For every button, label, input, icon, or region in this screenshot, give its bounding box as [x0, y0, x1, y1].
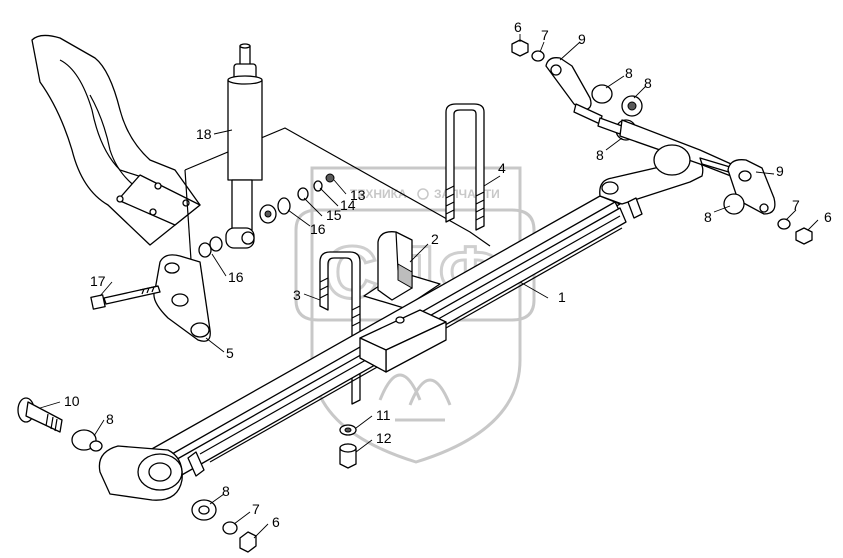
callout-7-top: 7 — [541, 27, 549, 43]
callout-8-c: 8 — [596, 147, 604, 163]
shackle-top — [511, 39, 643, 141]
watermark-caption-right: ЗАПЧАСТИ — [434, 187, 500, 201]
callout-13: 13 — [350, 187, 366, 203]
callout-8-f: 8 — [222, 483, 230, 499]
callout-4: 4 — [498, 160, 506, 176]
callout-16-left: 16 — [228, 269, 244, 285]
shock-absorber — [225, 43, 263, 249]
callout-9-right: 9 — [776, 163, 784, 179]
callout-2: 2 — [431, 231, 439, 247]
callout-8-b: 8 — [644, 75, 652, 91]
callout-16-right: 16 — [310, 221, 326, 237]
front-eye — [98, 445, 183, 501]
callout-1: 1 — [558, 289, 566, 305]
pad-bracket-2 — [363, 231, 441, 309]
callout-8-a: 8 — [625, 65, 633, 81]
callout-18: 18 — [196, 126, 212, 142]
callout-6-right: 6 — [824, 209, 832, 225]
nut-11-12 — [339, 424, 357, 469]
washers-16 — [198, 173, 335, 258]
callout-8-d: 8 — [704, 209, 712, 225]
callout-6-top: 6 — [514, 19, 522, 35]
callout-3: 3 — [293, 287, 301, 303]
shackle-link — [619, 119, 743, 179]
u-bolt-3 — [319, 251, 361, 405]
bolt-17 — [90, 285, 161, 310]
callouts: 1 2 3 4 5 6 6 6 7 7 7 8 8 8 8 8 8 9 9 10… — [64, 19, 832, 530]
callout-7-right: 7 — [792, 197, 800, 213]
callout-17: 17 — [90, 273, 106, 289]
callout-10: 10 — [64, 393, 80, 409]
callout-8-e: 8 — [106, 411, 114, 427]
shock-bracket — [153, 254, 211, 342]
callout-11: 11 — [376, 407, 391, 423]
bottom-fasteners — [191, 499, 257, 553]
callout-9-top: 9 — [578, 31, 586, 47]
callout-14: 14 — [340, 197, 356, 213]
watermark-caption-left: ТЕХНИКА — [350, 187, 407, 201]
leaf-spring — [149, 159, 704, 477]
callout-7-bottom: 7 — [252, 501, 260, 517]
callout-5: 5 — [226, 345, 234, 361]
leader-lines — [39, 34, 819, 539]
pin-10 — [17, 397, 103, 452]
callout-6-bottom: 6 — [272, 514, 280, 530]
callout-15: 15 — [326, 207, 342, 223]
frame-bracket — [31, 34, 201, 246]
u-bolt-4 — [445, 103, 485, 231]
callout-12: 12 — [376, 430, 392, 446]
shackle-lower — [723, 159, 813, 245]
